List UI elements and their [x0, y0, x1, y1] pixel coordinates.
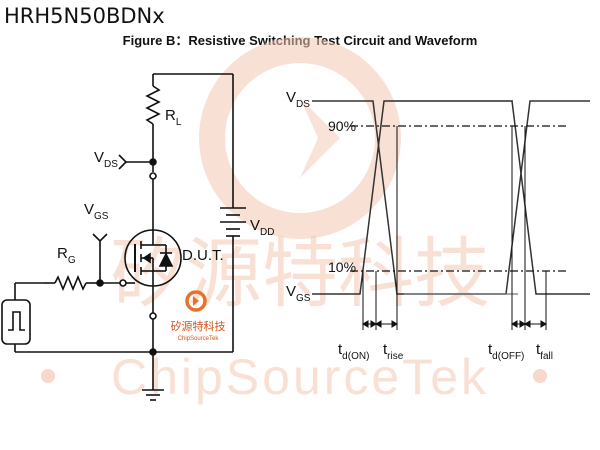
label-90: 90% [328, 118, 356, 134]
label-rg: RG [57, 245, 76, 266]
label-vds-circuit: VDS [94, 149, 118, 170]
mosfet-dut [124, 229, 182, 287]
watermark-dot-right [533, 369, 547, 383]
load-resistor [145, 74, 161, 172]
label-vgs-circuit: VGS [84, 201, 109, 222]
waveform [312, 100, 590, 330]
node-vds [149, 158, 157, 166]
logo-sub: ChipSourceTek [178, 336, 220, 342]
drain-terminal [149, 172, 157, 180]
label-10: 10% [328, 259, 356, 275]
logo-name: 矽源特科技 [171, 319, 226, 333]
label-vgs-wave: VGS [286, 283, 311, 304]
gate-resistor [44, 274, 100, 292]
test-circuit [1, 73, 246, 401]
circuit-labels: RL VDS VGS RG VDD D.U.T. [57, 107, 274, 266]
part-number: HRH5N50BDNx [4, 4, 165, 28]
chipsourcetek-logo: 矽源特科技 ChipSourceTek [171, 290, 226, 342]
ground-symbol [142, 389, 164, 401]
t-rise-arrow [375, 320, 398, 328]
label-rl: RL [165, 107, 182, 128]
label-t-rise: trise [383, 341, 404, 362]
node-source-ground [149, 348, 157, 356]
label-t-fall: tfall [536, 341, 553, 362]
watermark: 矽源特科技 ChipSourceTek [41, 37, 547, 405]
vdd-battery [220, 207, 246, 237]
td-off-arrow [511, 320, 526, 328]
watermark-dot-left [41, 369, 55, 383]
label-vdd: VDD [250, 217, 274, 238]
watermark-chinese: 矽源特科技 [110, 232, 490, 317]
source-terminal [149, 312, 157, 320]
label-td-on: td(ON) [338, 341, 369, 362]
waveform-labels: VDS 90% 10% VGS td(ON) trise td(OFF) tfa… [286, 89, 553, 362]
td-on-arrow [362, 320, 377, 328]
label-td-off: td(OFF) [488, 341, 524, 362]
vgs-probe [92, 233, 108, 283]
watermark-ring [199, 37, 401, 239]
vgs-trace [312, 100, 590, 295]
pulse-generator [1, 282, 44, 352]
t-fall-arrow [524, 320, 547, 328]
label-dut: D.U.T. [182, 247, 224, 264]
watermark-latin: ChipSourceTek [111, 349, 489, 405]
label-vds-wave: VDS [286, 89, 310, 110]
watermark-arrow [300, 98, 340, 178]
vds-probe [118, 154, 153, 170]
gate-terminal [119, 279, 127, 287]
